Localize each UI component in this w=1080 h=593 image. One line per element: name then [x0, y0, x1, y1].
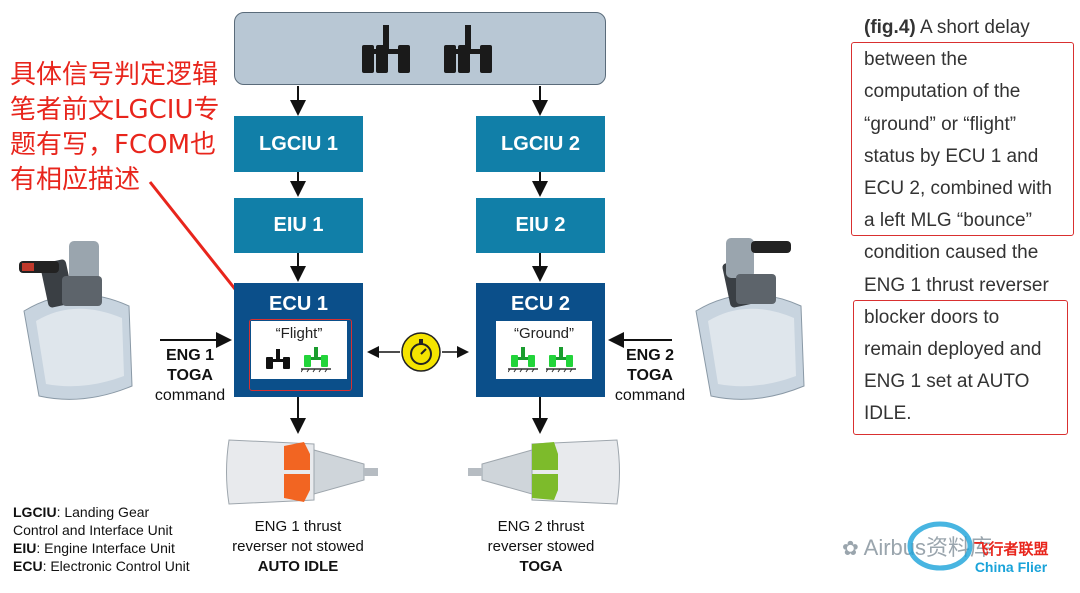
- caption-line: status by ECU 1 and: [864, 145, 1039, 167]
- left-landing-gear-icon: [362, 25, 410, 73]
- eng-2-result: ENG 2 thrust reverser stowed TOGA: [458, 517, 624, 577]
- ecu-2-box: ECU 2 “Ground”: [476, 283, 605, 397]
- eng-1-cmd-line2: TOGA: [167, 367, 213, 384]
- chinese-annotation: 具体信号判定逻辑 笔者前文LGCIU专 题有写，FCOM也 有相应描述: [10, 58, 230, 198]
- annotation-line: 笔者前文LGCIU专: [10, 95, 220, 125]
- gear-airborne-icon: [266, 349, 290, 369]
- landing-gear-panel: [234, 12, 606, 85]
- caption-line: remain deployed and: [864, 339, 1042, 361]
- legend-row: ECU: Electronic Control Unit: [13, 557, 213, 575]
- watermark-right: 飞行者联盟 China Flier: [907, 520, 1074, 575]
- watermark-right-en: China Flier: [974, 559, 1048, 575]
- eng-2-cmd-line2: TOGA: [627, 367, 673, 384]
- gear-compressed-icon: [301, 347, 331, 373]
- legend-desc: Control and Interface Unit: [13, 522, 173, 538]
- engine-2-reverser-stowed-icon: [468, 439, 620, 505]
- eng-1-result: ENG 1 thrust reverser not stowed AUTO ID…: [210, 517, 386, 577]
- caption-highlight-bottom: [853, 300, 1068, 435]
- eng-2-result-line2: reverser stowed: [487, 538, 595, 555]
- legend-row: Control and Interface Unit: [13, 521, 213, 539]
- eng-2-cmd-line1: ENG 2: [625, 347, 674, 364]
- eng-1-toga-command: ENG 1 TOGA command: [130, 346, 250, 406]
- caption-line: a left MLG “bounce”: [864, 210, 1032, 232]
- gear-compressed-left-icon: [508, 347, 538, 373]
- caption-line: between the: [864, 49, 968, 71]
- ecu-1-title: ECU 1: [269, 293, 328, 315]
- eng-1-cmd-line1: ENG 1: [165, 347, 214, 364]
- ecu-2-status-panel: “Ground”: [496, 321, 592, 379]
- caption-highlight-top: [851, 42, 1074, 236]
- eng-1-cmd-line3: command: [154, 387, 226, 404]
- legend-desc: : Landing Gear: [56, 504, 150, 520]
- annotation-line: 有相应描述: [10, 165, 141, 195]
- gear-compressed-right-icon: [546, 347, 576, 373]
- eiu-1-box: EIU 1: [234, 198, 363, 253]
- eng-2-toga-command: ENG 2 TOGA command: [590, 346, 710, 406]
- legend-abbr: ECU: [13, 558, 43, 574]
- eng-2-result-line3: TOGA: [519, 558, 563, 575]
- ecu-2-title: ECU 2: [511, 293, 570, 315]
- caption-line: blocker doors to: [864, 306, 1000, 328]
- abbreviation-legend: LGCIU: Landing Gear Control and Interfac…: [13, 503, 213, 575]
- legend-desc: : Engine Interface Unit: [36, 540, 175, 556]
- eiu-2-label: EIU 2: [515, 214, 566, 236]
- caption-line: “ground” or “flight”: [864, 113, 1017, 135]
- caption-line: computation of the: [864, 81, 1021, 103]
- figure-caption: (fig.4) A short delay between the comput…: [864, 12, 1076, 431]
- lgciu-1-box: LGCIU 1: [234, 116, 363, 172]
- right-landing-gear-icon: [444, 25, 492, 73]
- caption-line: IDLE.: [864, 403, 912, 425]
- legend-row: LGCIU: Landing Gear: [13, 503, 213, 521]
- caption-line: ENG 1 set at AUTO: [864, 371, 1030, 393]
- stopwatch-icon: [401, 332, 441, 372]
- lgciu-1-label: LGCIU 1: [259, 132, 338, 155]
- lgciu-2-box: LGCIU 2: [476, 116, 605, 172]
- china-flier-logo-icon: [907, 521, 973, 571]
- watermark-right-cn: 飞行者联盟: [973, 541, 1049, 558]
- ecu-1-highlight: [249, 319, 352, 391]
- lgciu-2-label: LGCIU 2: [501, 132, 580, 155]
- eng-1-result-line3: AUTO IDLE: [257, 558, 339, 575]
- legend-abbr: LGCIU: [13, 504, 57, 520]
- eng-1-result-line2: reverser not stowed: [232, 538, 364, 555]
- caption-label: (fig.4): [864, 17, 916, 38]
- ecu-1-status: “Flight”: [275, 325, 323, 342]
- caption-line: (fig.4) A short delay: [864, 12, 1076, 44]
- engine-1-reverser-deployed-icon: [226, 439, 378, 505]
- caption-text: A short delay: [915, 17, 1030, 38]
- wechat-icon: ✿: [842, 538, 859, 560]
- legend-row: EIU: Engine Interface Unit: [13, 539, 213, 557]
- eng-1-result-line1: ENG 1 thrust: [254, 518, 342, 535]
- legend-desc: : Electronic Control Unit: [42, 558, 190, 574]
- eng-2-result-line1: ENG 2 thrust: [497, 518, 585, 535]
- right-thrust-lever-icon: [695, 238, 805, 400]
- annotation-line: 具体信号判定逻辑: [10, 60, 219, 90]
- ecu-2-status: “Ground”: [513, 325, 575, 342]
- ecu-1-status-panel: “Flight”: [251, 321, 347, 379]
- legend-abbr: EIU: [13, 540, 37, 556]
- caption-line: ECU 2, combined with: [864, 178, 1052, 200]
- left-thrust-lever-icon: [19, 241, 133, 400]
- eiu-1-label: EIU 1: [273, 214, 324, 236]
- eiu-2-box: EIU 2: [476, 198, 605, 253]
- caption-line: ENG 1 thrust reverser: [864, 274, 1049, 296]
- annotation-line: 题有写，FCOM也: [10, 130, 217, 160]
- caption-line: condition caused the: [864, 242, 1039, 264]
- ecu-1-box: ECU 1 “Flight”: [234, 283, 363, 397]
- eng-2-cmd-line3: command: [614, 387, 686, 404]
